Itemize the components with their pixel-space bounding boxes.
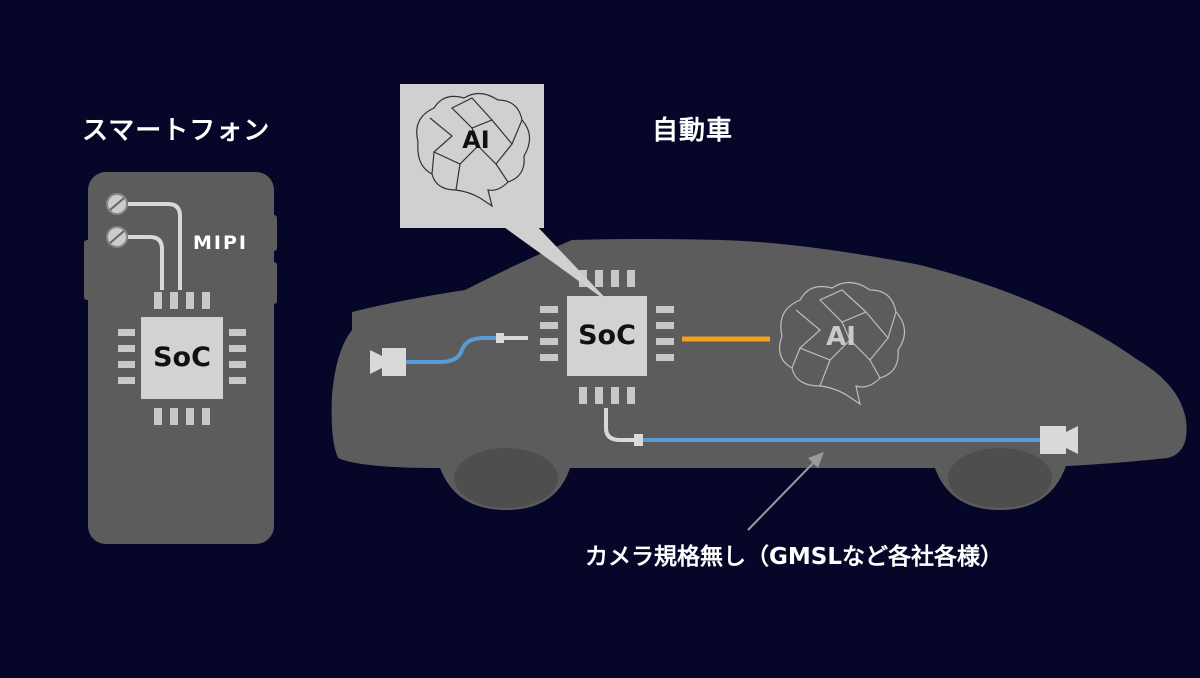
mipi-wire [128, 235, 164, 290]
ai-callout-label: AI [462, 126, 490, 154]
cable-connector [634, 434, 643, 446]
camera-lens-icon [106, 226, 128, 248]
camera-icon [1040, 426, 1078, 454]
phone-soc-label: SoC [153, 342, 211, 373]
pointer-arrow [747, 452, 824, 531]
camera-cable [406, 336, 496, 364]
cable-wire [604, 408, 634, 442]
ai-callout-box [400, 84, 544, 228]
camera-lens-icon [106, 193, 128, 215]
brain-icon [416, 92, 531, 208]
mipi-wire [128, 202, 182, 290]
ai-callout [400, 84, 612, 305]
smartphone [84, 172, 277, 544]
car-soc-label: SoC [578, 320, 636, 351]
wheel [454, 448, 558, 508]
car [331, 239, 1187, 510]
chip-pins [540, 270, 674, 404]
brain-icon [779, 281, 906, 406]
cable-connector [496, 333, 504, 343]
car-soc-chip [567, 296, 647, 376]
chip-pins [118, 292, 246, 425]
mipi-label: MIPI [193, 232, 248, 254]
camera-icon [370, 348, 406, 376]
ai-car-label: AI [826, 322, 856, 352]
car-title: 自動車 [652, 116, 734, 146]
smartphone-title: スマートフォン [82, 116, 271, 146]
camera-standard-note: カメラ規格無し（GMSLなど各社各様） [585, 544, 1003, 570]
phone-soc-chip [141, 317, 223, 399]
wheel [948, 448, 1052, 508]
